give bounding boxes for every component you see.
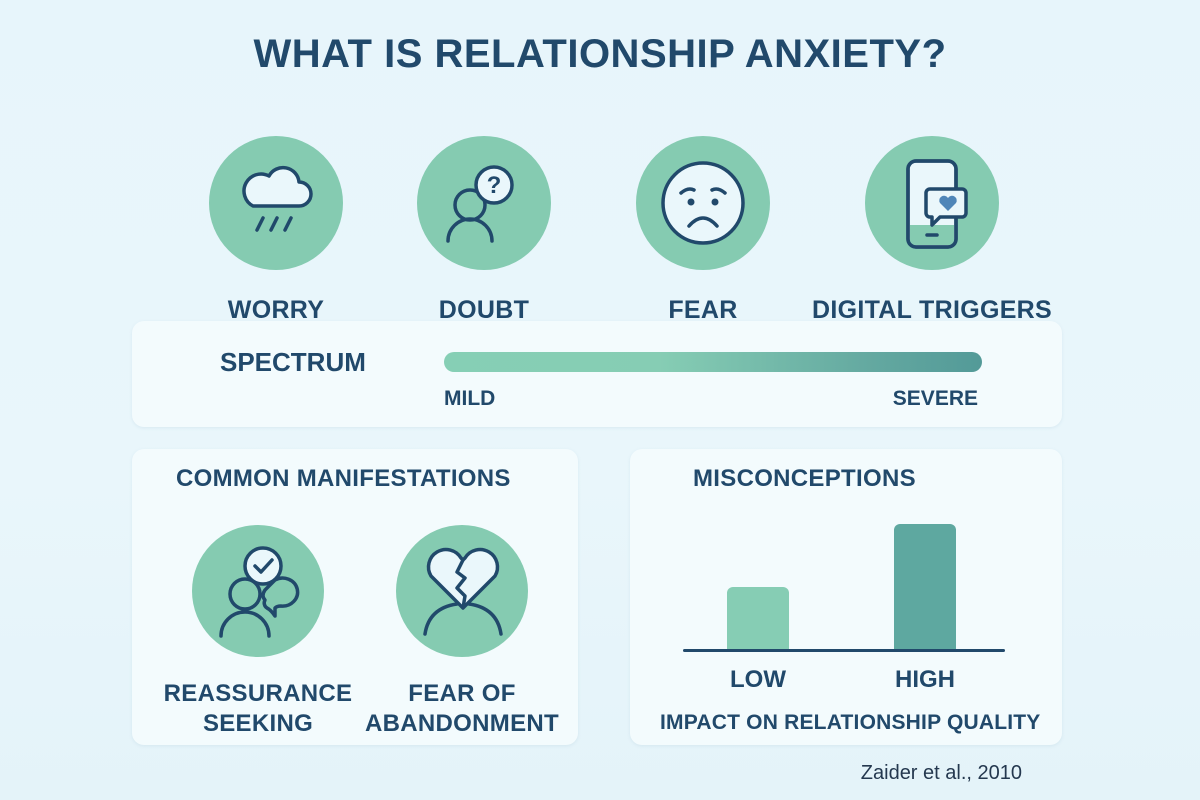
feature-label: WORRY bbox=[227, 296, 325, 324]
doubt-circle: ? bbox=[417, 136, 551, 270]
feature-doubt: ? DOUBT bbox=[364, 136, 604, 325]
chart-caption: IMPACT ON RELATIONSHIP QUALITY bbox=[660, 711, 1041, 734]
spectrum-gradient-bar bbox=[444, 352, 982, 372]
svg-text:?: ? bbox=[487, 172, 502, 199]
misconceptions-title: MISCONCEPTIONS bbox=[693, 465, 916, 492]
manifestation-label-line1: FEAR OF bbox=[408, 680, 516, 707]
manifestation-label-line2: ABANDONMENT bbox=[365, 710, 559, 737]
feature-label: DIGITAL TRIGGERS bbox=[812, 296, 1052, 324]
abandonment-circle bbox=[396, 525, 528, 657]
spectrum-min-label: MILD bbox=[444, 387, 496, 410]
page-title: WHAT IS RELATIONSHIP ANXIETY? bbox=[253, 32, 947, 76]
worried-face-icon bbox=[661, 161, 745, 245]
bar-label-high: HIGH bbox=[895, 666, 955, 693]
spectrum-label: SPECTRUM bbox=[220, 347, 366, 377]
chart-x-axis bbox=[683, 649, 1005, 652]
bar-high bbox=[894, 524, 956, 649]
bar-low bbox=[727, 587, 789, 649]
manifestation-reassurance-seeking: REASSURANCE SEEKING bbox=[148, 525, 368, 739]
feature-digital-triggers: DIGITAL TRIGGERS bbox=[812, 136, 1052, 325]
worry-circle bbox=[209, 136, 343, 270]
manifestation-label-line2: SEEKING bbox=[202, 710, 314, 737]
manifestation-label: REASSURANCE SEEKING bbox=[148, 679, 368, 739]
feature-label: FEAR bbox=[668, 296, 738, 324]
manifestation-label: FEAR OF ABANDONMENT bbox=[352, 679, 572, 739]
feature-fear: FEAR bbox=[583, 136, 823, 325]
digital-triggers-circle bbox=[865, 136, 999, 270]
citation: Zaider et al., 2010 bbox=[860, 762, 1022, 784]
manifestations-card: COMMON MANIFESTATIONS REASSURANCE SEEKIN… bbox=[132, 449, 578, 745]
misconceptions-card: MISCONCEPTIONS LOW HIGH IMPACT ON RELATI… bbox=[630, 449, 1062, 745]
spectrum-max-label: SEVERE bbox=[892, 387, 978, 410]
fear-circle bbox=[636, 136, 770, 270]
broken-heart-person-icon bbox=[423, 547, 503, 636]
phone-heart-message-icon bbox=[906, 159, 968, 249]
person-checkmark-bubble-icon bbox=[219, 546, 300, 638]
manifestations-title: COMMON MANIFESTATIONS bbox=[176, 465, 511, 492]
bar-label-low: LOW bbox=[730, 666, 786, 693]
person-question-icon: ? bbox=[446, 165, 514, 243]
spectrum-card: SPECTRUM MILD SEVERE bbox=[132, 321, 1062, 427]
rain-cloud-icon bbox=[242, 165, 313, 232]
feature-worry: WORRY bbox=[156, 136, 396, 325]
manifestation-label-line1: REASSURANCE bbox=[163, 680, 353, 707]
manifestation-fear-of-abandonment: FEAR OF ABANDONMENT bbox=[352, 525, 572, 739]
feature-label: DOUBT bbox=[438, 296, 530, 324]
reassurance-circle bbox=[192, 525, 324, 657]
